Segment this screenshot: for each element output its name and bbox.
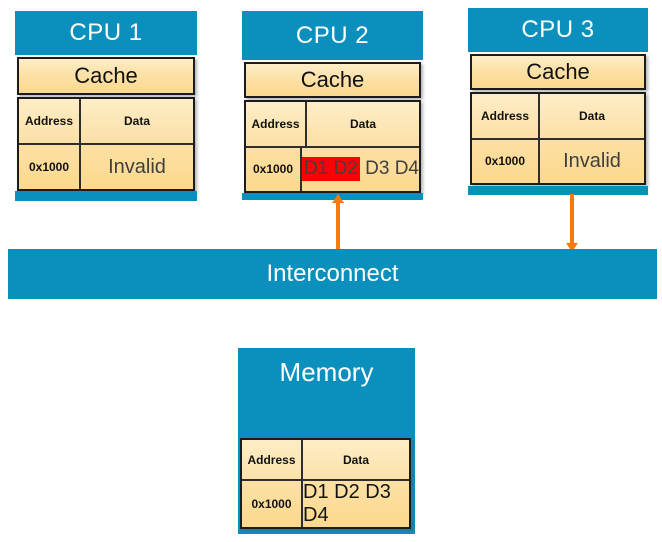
cpu2-clean-data: D3 D4 (365, 158, 419, 180)
cpu3-address-header: Address (472, 94, 540, 138)
memory-block: Memory Address Data 0x1000 D1 D2 D3 D4 (238, 348, 415, 534)
cpu1-cache-label: Cache (74, 63, 138, 88)
cpu2-cache-table: Address Data 0x1000 D1 D2 D3 D4 (244, 100, 421, 193)
interconnect-label: Interconnect (266, 260, 399, 287)
cpu2-row-address: 0x1000 (246, 147, 302, 191)
cpu2-address-header: Address (246, 102, 307, 146)
cpu3-bottom-strip (468, 186, 648, 195)
memory-address-header: Address (242, 440, 303, 479)
memory-table-data-row: 0x1000 D1 D2 D3 D4 (242, 481, 409, 527)
cpu2-connector-line (336, 202, 340, 250)
cpu1-address-header: Address (19, 99, 81, 143)
cpu1-title: CPU 1 (69, 19, 143, 46)
cpu3-cache-table: Address Data 0x1000 Invalid (470, 92, 646, 185)
cpu3-cache-box: Cache (470, 54, 646, 90)
cpu3-table-data-row: 0x1000 Invalid (472, 139, 644, 183)
cpu2-table-header-row: Address Data (246, 102, 419, 148)
cpu1-row-data: Invalid (108, 155, 166, 178)
cpu3-data-header: Data (578, 108, 605, 123)
cpu3-title-bar: CPU 3 (468, 8, 648, 52)
cpu1-bottom-strip (15, 191, 197, 201)
cpu2-title-bar: CPU 2 (242, 11, 423, 60)
cpu1-cache-box: Cache (17, 57, 195, 95)
memory-title: Memory (279, 357, 374, 387)
cpu2-row-data: D1 D2 D3 D4 (302, 148, 419, 192)
cpu1-table-data-row: 0x1000 Invalid (19, 145, 193, 189)
cpu2-table-data-row: 0x1000 D1 D2 D3 D4 (246, 147, 419, 192)
cpu3-connector-line (570, 194, 574, 243)
cpu2-data-header: Data (349, 116, 376, 131)
cpu2-title: CPU 2 (295, 21, 370, 49)
orange-down-arrow-icon (566, 243, 578, 252)
cpu1-cache-table: Address Data 0x1000 Invalid (17, 97, 195, 191)
cpu2-cache-box: Cache (244, 62, 421, 98)
cpu2-dirty-data-highlight: D1 D2 (302, 157, 360, 182)
memory-row-address: 0x1000 (242, 481, 303, 527)
cpu3-table-header-row: Address Data (472, 94, 644, 140)
cpu3-title: CPU 3 (521, 16, 595, 43)
cpu3-cache-label: Cache (526, 59, 590, 84)
cpu3-row-address: 0x1000 (472, 139, 540, 183)
memory-row-data: D1 D2 D3 D4 (303, 481, 391, 526)
cpu1-table-header-row: Address Data (19, 99, 193, 145)
cpu1-data-header: Data (123, 114, 150, 128)
memory-table: Address Data 0x1000 D1 D2 D3 D4 (240, 438, 411, 529)
cpu2-cache-label: Cache (300, 67, 365, 92)
orange-up-arrow-icon (332, 194, 344, 203)
cpu3-row-data: Invalid (563, 149, 621, 172)
cpu1-row-address: 0x1000 (19, 145, 81, 189)
interconnect-bar: Interconnect (8, 249, 657, 299)
memory-table-header-row: Address Data (242, 440, 409, 481)
cpu1-title-bar: CPU 1 (15, 11, 197, 55)
memory-data-header: Data (342, 452, 369, 467)
